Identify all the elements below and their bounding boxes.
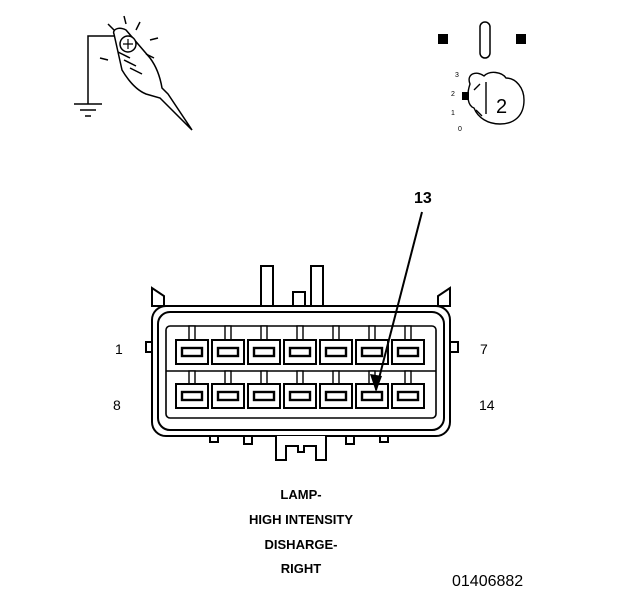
pin-label-7: 7	[480, 341, 488, 357]
key-selected-position: 2	[496, 96, 508, 118]
terminal-7	[391, 325, 425, 365]
terminal-5	[319, 325, 353, 365]
terminal-12	[319, 370, 353, 409]
ground-symbol-icon	[74, 103, 102, 117]
terminal-3	[247, 325, 281, 365]
terminal-14	[391, 370, 425, 409]
caption-line-2: HIGH INTENSITY	[248, 512, 353, 527]
key-position-1: 1	[451, 110, 455, 117]
terminal-10	[247, 370, 281, 409]
terminal-11	[283, 370, 317, 409]
pin-label-8: 8	[113, 397, 121, 413]
terminal-8	[175, 370, 209, 409]
pin-label-14: 14	[479, 397, 495, 413]
terminal-2	[211, 325, 245, 365]
callout-leader-13	[370, 211, 423, 392]
ignition-switch-icon	[438, 21, 526, 59]
caption-line-4: RIGHT	[280, 561, 322, 576]
caption-line-3: DISHARGE-	[264, 537, 338, 552]
pin-label-1: 1	[115, 341, 123, 357]
test-light-probe-icon	[87, 15, 193, 131]
figure-id: 01406882	[452, 573, 524, 590]
terminal-9	[211, 370, 245, 409]
terminal-4	[283, 325, 317, 365]
terminal-6	[355, 325, 389, 365]
key-position-3: 3	[455, 72, 459, 79]
caption-line-1: LAMP-	[280, 487, 322, 502]
terminal-row-top	[175, 325, 425, 365]
terminal-1	[175, 325, 209, 365]
key-position-0: 0	[458, 126, 462, 133]
ignition-key-icon	[462, 71, 525, 125]
callout-label-13: 13	[414, 190, 432, 207]
terminal-row-bottom	[175, 370, 425, 409]
key-position-2: 2	[451, 91, 455, 98]
